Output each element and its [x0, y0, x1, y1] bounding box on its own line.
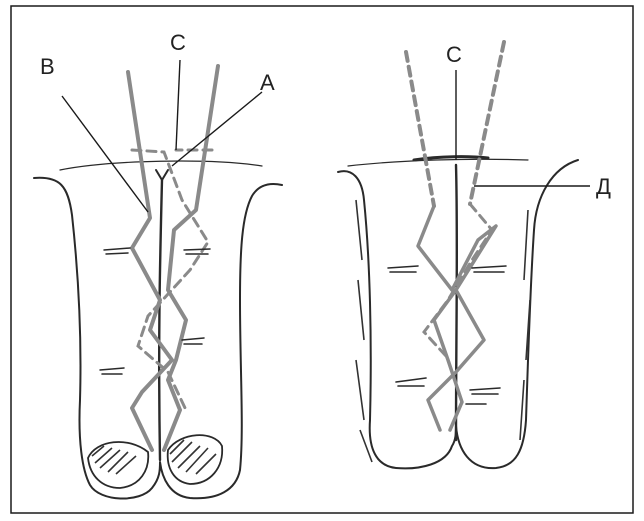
right-center-line	[456, 165, 457, 440]
left-leader-a	[172, 92, 262, 166]
right-panel: С Д	[338, 42, 611, 468]
left-nail-2	[168, 435, 222, 484]
figure-border	[11, 6, 633, 513]
right-fingers-outline	[338, 160, 578, 468]
left-crease-line	[60, 161, 262, 170]
left-label-c: С	[170, 30, 186, 55]
left-center-line	[159, 180, 162, 460]
left-nail-1	[88, 442, 148, 488]
right-dashed-fan-1	[406, 52, 434, 206]
left-label-a: А	[260, 70, 275, 95]
left-label-b: В	[40, 54, 55, 79]
right-label-c: С	[446, 42, 462, 67]
right-crease-line	[348, 159, 528, 166]
left-zigzag-incision	[128, 72, 172, 450]
left-leader-c	[176, 60, 180, 150]
right-dashed-fan-2	[470, 42, 504, 204]
right-label-d: Д	[596, 174, 611, 199]
left-zigzag-incision-2	[164, 66, 218, 450]
left-panel: В С А	[34, 30, 282, 499]
